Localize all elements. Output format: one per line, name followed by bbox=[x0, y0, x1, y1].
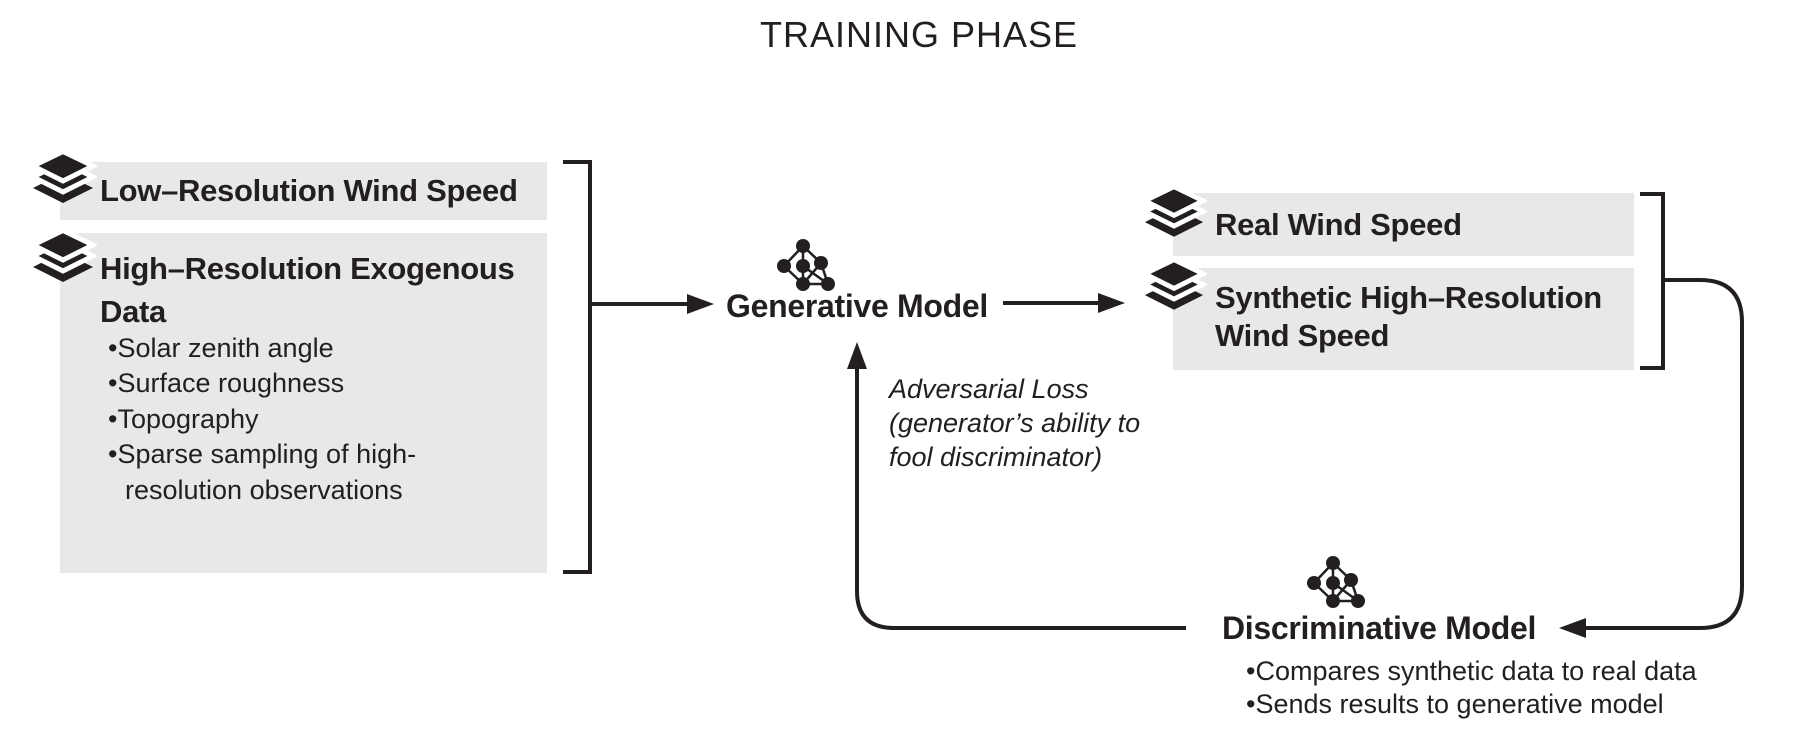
input-bracket bbox=[563, 160, 592, 574]
connector-outputs-to-discriminator-head bbox=[1559, 618, 1586, 638]
synthetic-wind-speed-label: Synthetic High–Resolution Wind Speed bbox=[1215, 279, 1602, 355]
exogenous-bullet-line: •Solar zenith angle bbox=[108, 333, 334, 363]
neural-network-icon bbox=[1306, 554, 1367, 609]
exogenous-bullet-line: resolution observations bbox=[125, 474, 403, 505]
adversarial-loss-line2: (generator’s ability to bbox=[889, 408, 1141, 438]
low-res-wind-speed-label: Low–Resolution Wind Speed bbox=[100, 173, 518, 208]
adversarial-loss-label: Adversarial Loss (generator’s ability to… bbox=[889, 372, 1140, 474]
output-bracket bbox=[1640, 192, 1665, 370]
discriminative-model-label: Discriminative Model bbox=[1222, 610, 1537, 646]
adversarial-loss-line1: Adversarial Loss bbox=[889, 374, 1089, 404]
arrow-inputs-to-generator-head bbox=[687, 294, 714, 314]
feedback-arrow-head bbox=[847, 342, 867, 369]
layers-icon bbox=[1141, 259, 1207, 310]
adversarial-loss-line3: fool discriminator) bbox=[889, 442, 1103, 472]
synthetic-wind-speed-box bbox=[1173, 268, 1634, 370]
synthetic-wind-speed-line2: Wind Speed bbox=[1215, 318, 1390, 353]
exogenous-data-title: High–Resolution Exogenous Data bbox=[100, 247, 515, 333]
generative-model-label: Generative Model bbox=[726, 288, 988, 324]
discriminator-bullet-line: •Compares synthetic data to real data bbox=[1246, 656, 1697, 686]
diagram-title: TRAINING PHASE bbox=[759, 14, 1079, 55]
synthetic-wind-speed-line1: Synthetic High–Resolution bbox=[1215, 280, 1602, 315]
exogenous-bullet-line: •Topography bbox=[108, 403, 259, 434]
exogenous-bullet-list: •Solar zenith angle •Surface roughness •… bbox=[108, 331, 416, 508]
layers-icon bbox=[29, 151, 97, 203]
discriminator-bullet-line: •Sends results to generative model bbox=[1246, 689, 1664, 719]
exogenous-data-title-line2: Data bbox=[100, 294, 166, 329]
low-res-wind-speed-box bbox=[60, 162, 547, 220]
layers-icon bbox=[1141, 186, 1207, 237]
real-wind-speed-label: Real Wind Speed bbox=[1215, 207, 1462, 242]
exogenous-bullet-line: •Surface roughness bbox=[108, 368, 345, 399]
arrow-generator-to-outputs-head bbox=[1098, 293, 1125, 313]
neural-network-icon bbox=[776, 237, 837, 292]
exogenous-data-box bbox=[60, 233, 547, 573]
discriminator-bullet-list: •Compares synthetic data to real data •S… bbox=[1246, 655, 1697, 721]
exogenous-bullet-line: •Sparse sampling of high- bbox=[108, 439, 417, 470]
real-wind-speed-box bbox=[1173, 193, 1634, 256]
layers-icon bbox=[29, 230, 97, 282]
exogenous-data-title-line1: High–Resolution Exogenous bbox=[100, 251, 515, 286]
